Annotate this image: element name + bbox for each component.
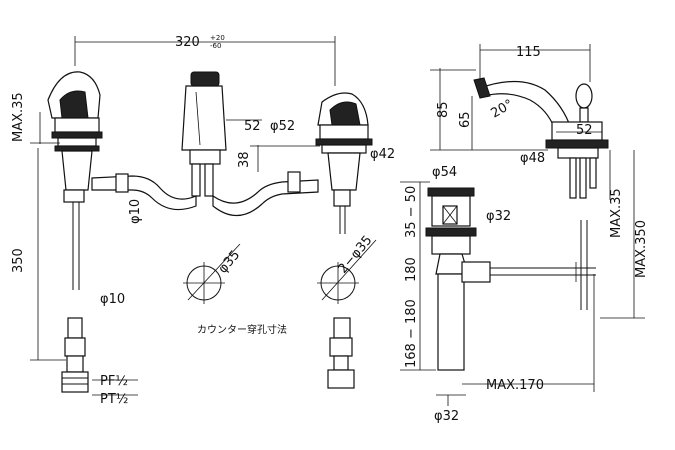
mixing-pipes [91,171,319,217]
right-valve-assembly [315,92,373,389]
label-drain-bottom-32: φ32 [434,409,459,424]
drain-dimension-lines [400,181,595,406]
label-spout-width-52: 52 [244,119,261,134]
label-drain-top-54: φ54 [432,165,457,180]
label-drain-range-168-180: 168 − 180 [404,299,419,368]
left-dimension-lines [30,112,138,396]
label-spout-angle: 20° [489,97,516,122]
label-counter-hole: カウンター穿孔寸法 [197,323,287,336]
drain-assembly [425,187,596,371]
label-base-dia-42: φ42 [370,147,395,162]
label-drain-range-35-50: 35 − 50 [404,186,419,238]
label-max35-left: MAX.35 [11,92,26,142]
center-spout [181,71,227,197]
center-dimension-lines [226,119,320,172]
label-spout-h-65: 65 [458,111,473,128]
label-pf-thread: PF½ [100,374,128,389]
side-dimension-lines [430,44,645,319]
label-body-dia-52: φ52 [270,119,295,134]
label-spout-reach-115: 115 [516,45,541,60]
label-spacing-320: 320 [175,35,200,50]
label-spacing-tol-upper: +20 [210,34,225,42]
label-side-max35: MAX.35 [609,188,624,238]
label-base-width-52: 52 [576,123,593,138]
label-350-pipe: 350 [11,248,26,273]
label-tube-dia-vertical: φ10 [128,199,143,224]
counter-holes [183,239,377,304]
label-drain-dia-32: φ32 [486,209,511,224]
label-tube-dia: φ10 [100,292,125,307]
label-pt-thread: PT½ [100,392,128,407]
label-base-dia-48: φ48 [520,151,545,166]
label-side-max350: MAX.350 [634,220,649,278]
top-spacing-dimension [74,36,336,86]
side-view-spout [473,77,609,310]
label-spout-height-38: 38 [237,151,252,168]
left-valve-assembly [47,71,103,393]
label-spout-h-85: 85 [436,101,451,118]
label-drain-range-180: 180 [404,257,419,282]
label-drain-max170: MAX.170 [486,378,544,393]
label-hole-dia-2x35: 2−φ35 [336,233,376,277]
label-spacing-tol-lower: -60 [210,42,221,50]
label-hole-dia-35: φ35 [216,248,244,277]
